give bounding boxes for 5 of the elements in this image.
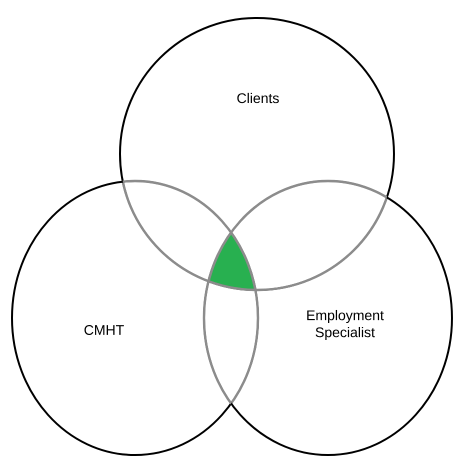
circle-label: Clients — [237, 92, 279, 104]
circle-label: CMHT — [84, 325, 124, 335]
venn-circle — [202, 180, 453, 456]
circle-label: Employment Specialist — [307, 310, 384, 340]
venn-circle — [11, 180, 260, 456]
